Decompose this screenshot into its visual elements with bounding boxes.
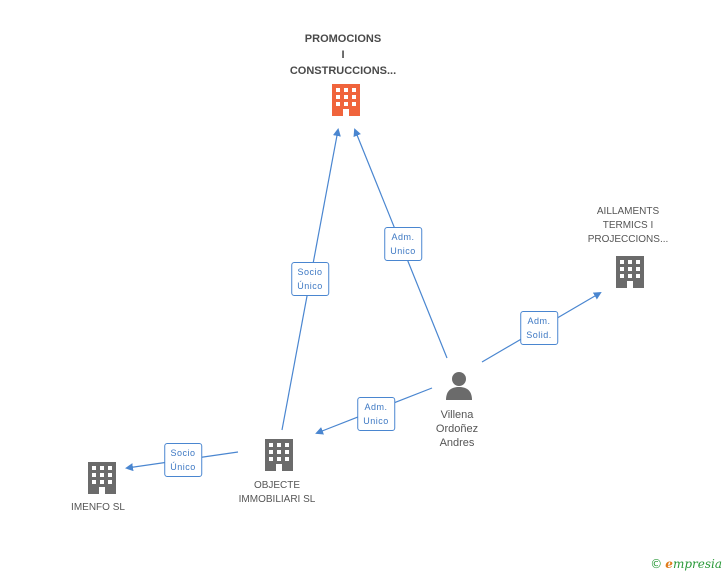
node-label-villena[interactable]: Villena Ordoñez Andres [435,409,479,449]
building-icon[interactable] [332,84,360,116]
building-icon[interactable] [265,439,293,471]
node-label-aillaments[interactable]: AILLAMENTS TERMICS I PROJECCIONS... [587,206,669,245]
copyright-symbol: © [650,557,663,571]
brand-name: mpresia [672,557,722,571]
building-icon[interactable] [88,462,116,494]
brand-initial: e [665,557,673,571]
node-label-promocions[interactable]: PROMOCIONS I CONSTRUCCIONS... [289,33,397,77]
building-icon[interactable] [616,256,644,288]
edge-label-villena-aillaments: Adm. Solid. [520,311,558,345]
edge-label-villena-objecte: Adm. Unico [357,397,395,431]
brand-footer[interactable]: ©empresia [650,557,722,571]
edge-label-villena-promocions: Adm. Unico [384,227,422,261]
person-icon[interactable] [446,372,472,400]
edge-label-objecte-imenfo: Socio Único [164,443,202,477]
edge-label-objecte-promocions: Socio Único [291,262,329,296]
node-label-objecte[interactable]: OBJECTE IMMOBILIARI SL [238,480,316,505]
node-label-imenfo[interactable]: IMENFO SL [71,502,125,513]
